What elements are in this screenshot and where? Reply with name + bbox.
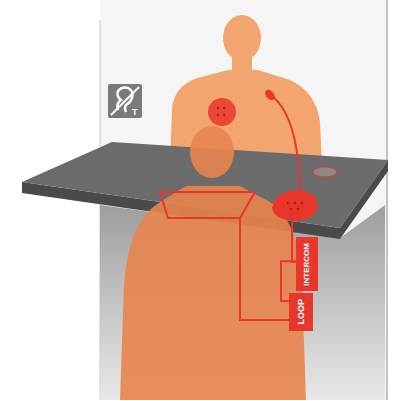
box-label: INTERCOM bbox=[303, 243, 311, 286]
customer-figure bbox=[120, 126, 306, 400]
counter-speaker bbox=[272, 190, 318, 221]
glass-edge bbox=[386, 0, 388, 400]
microphone bbox=[263, 88, 277, 102]
screen-speaker bbox=[208, 98, 236, 126]
counter-device bbox=[313, 167, 337, 177]
device-box: LOOP bbox=[289, 293, 313, 331]
hearing-loop-symbol bbox=[108, 84, 142, 118]
box-label: LOOP bbox=[297, 299, 306, 325]
device-box: INTERCOM bbox=[296, 237, 318, 291]
symbol-letter: T bbox=[132, 108, 138, 117]
